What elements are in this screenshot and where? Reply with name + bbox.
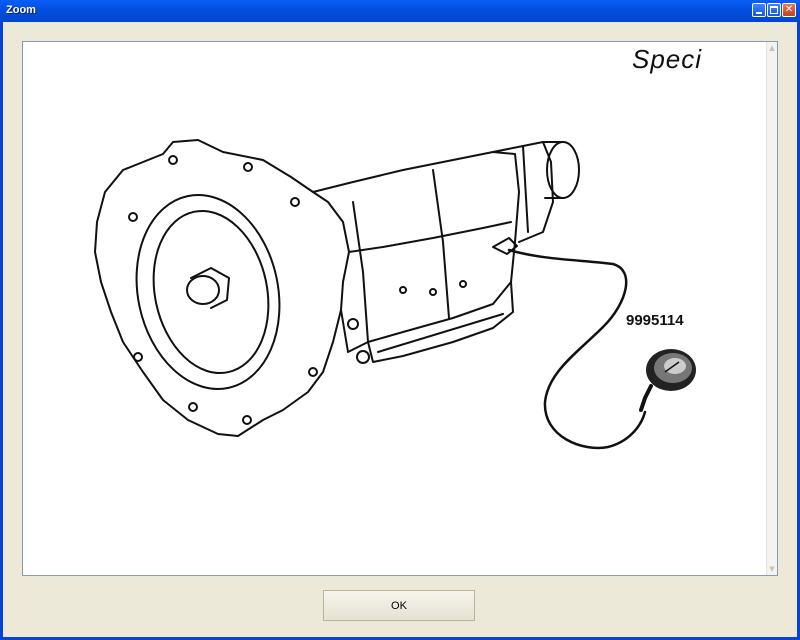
oil-pan: [367, 281, 514, 363]
maximize-icon[interactable]: [767, 3, 781, 17]
transmission-diagram: [94, 139, 696, 450]
ok-button[interactable]: OK: [323, 590, 475, 621]
close-icon[interactable]: ✕: [782, 3, 796, 17]
bell-housing: [94, 139, 350, 437]
pressure-gauge: [639, 349, 696, 412]
transmission-case: [312, 151, 520, 353]
gauge-cable: [507, 248, 647, 450]
scroll-up-icon[interactable]: ▲: [769, 44, 775, 52]
window-title: Zoom: [6, 4, 36, 16]
scroll-down-icon[interactable]: ▼: [769, 565, 775, 573]
title-bar[interactable]: Zoom ✕: [0, 0, 800, 22]
minimize-icon[interactable]: [752, 3, 766, 17]
diagram-caption: Speci: [632, 44, 703, 74]
vertical-scrollbar[interactable]: ▲ ▼: [766, 42, 777, 575]
part-number-label: 9995114: [626, 312, 684, 329]
image-viewport[interactable]: Speci 9995114 ▲ ▼: [22, 41, 778, 576]
bell-opening: [135, 194, 281, 390]
